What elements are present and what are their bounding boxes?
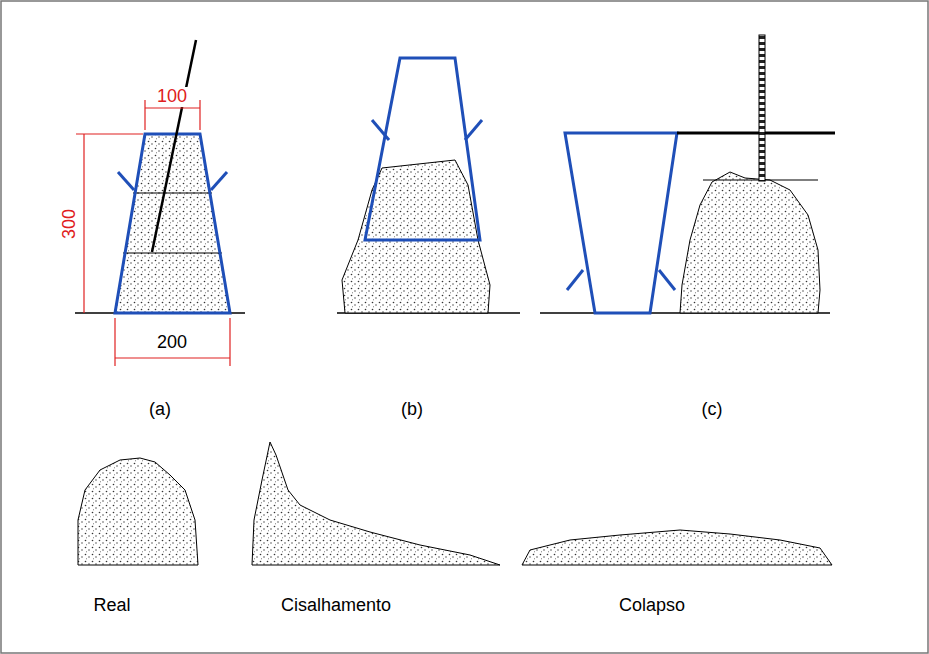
panel-label: (a): [147, 400, 173, 420]
slump-type-label: Colapso: [617, 596, 687, 616]
panel-label: (c): [700, 400, 725, 420]
panel-label: (b): [399, 400, 425, 420]
dimension-label: 300: [60, 207, 80, 241]
dimension-label: 200: [155, 333, 189, 353]
slump-type-label: Real: [91, 596, 132, 616]
slump-type-label: Cisalhamento: [279, 596, 393, 616]
dimension-label: 100: [155, 87, 189, 107]
